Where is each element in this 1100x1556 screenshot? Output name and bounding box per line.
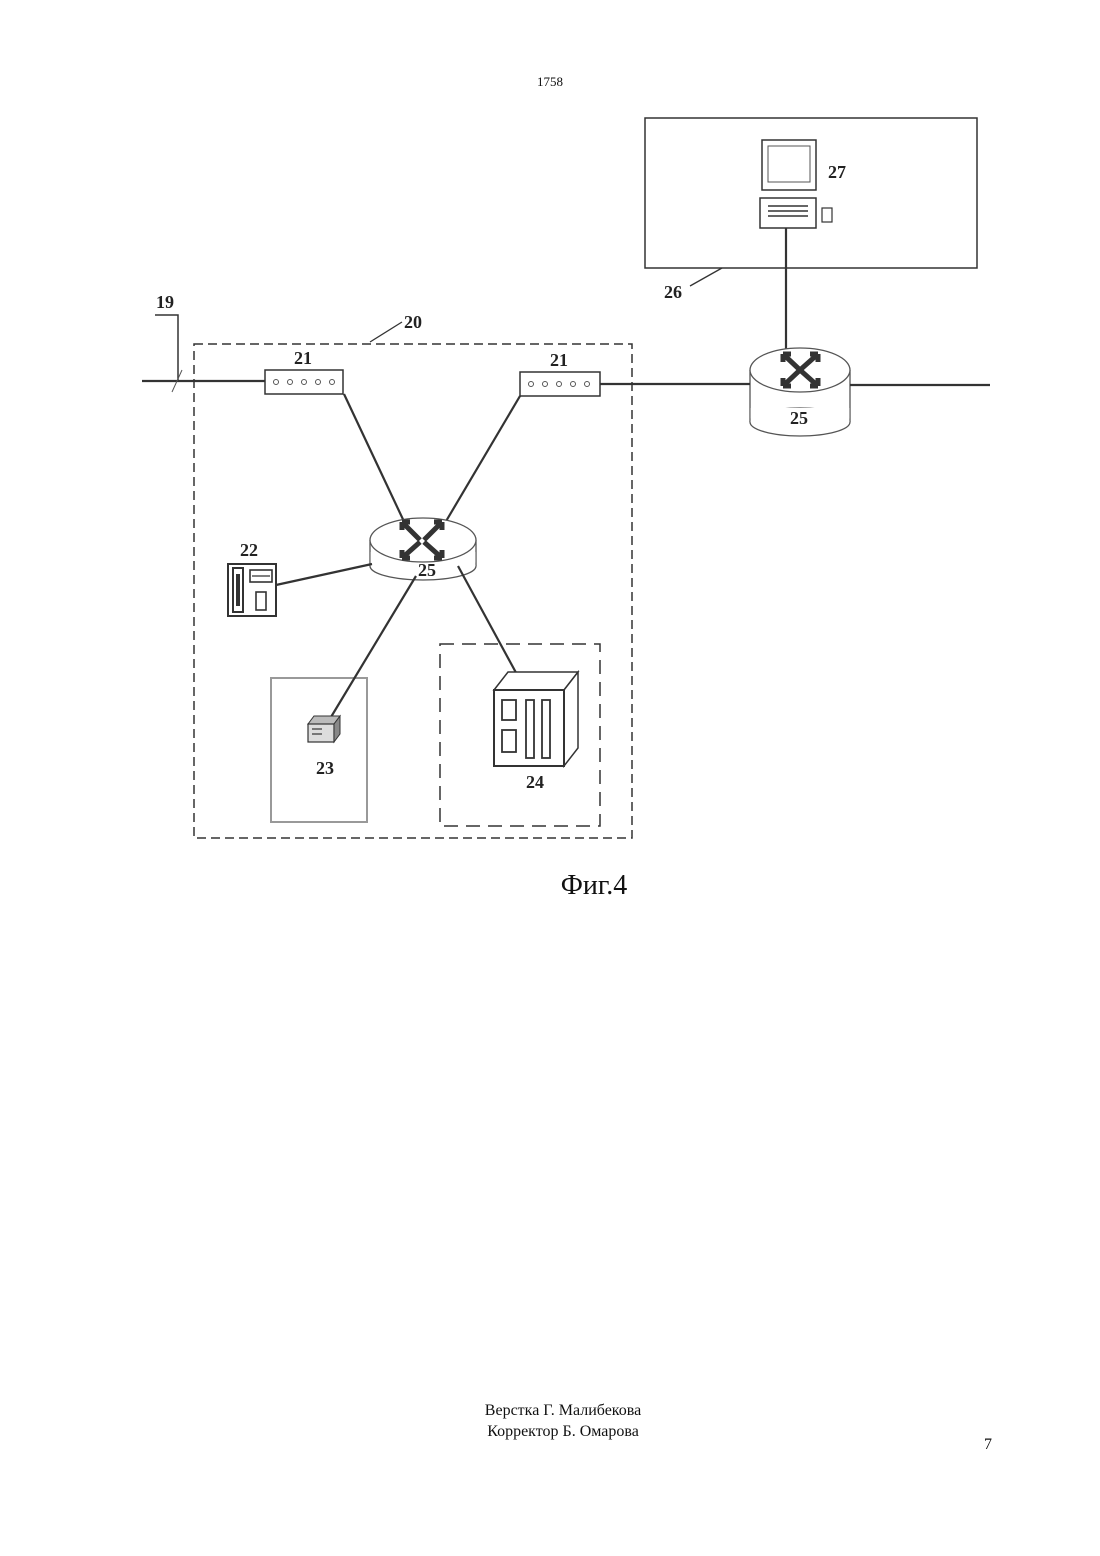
label-phone: 22 — [240, 540, 258, 560]
label-computer: 27 — [828, 162, 846, 182]
figure-4-diagram: 27 26 25 19 20 21 — [0, 0, 1100, 1000]
terminal-icon — [308, 716, 340, 742]
label-switch-left: 21 — [294, 348, 312, 368]
network-switch-icon — [520, 372, 600, 396]
server-cabinet-icon — [494, 672, 578, 766]
label-router-center: 25 — [418, 560, 436, 580]
page-number: 7 — [984, 1436, 992, 1454]
label-cabinet: 24 — [526, 772, 544, 792]
label-workstation-box: 26 — [664, 282, 682, 302]
telephone-icon — [228, 564, 276, 616]
credits-block: Верстка Г. Малибекова Корректор Б. Омаро… — [0, 1400, 1100, 1442]
label-router-right: 25 — [790, 408, 808, 428]
label-line: 19 — [156, 292, 174, 312]
figure-caption: Фиг.4 — [0, 870, 1100, 902]
credit-layout: Верстка Г. Малибекова — [0, 1400, 1100, 1421]
computer-icon — [760, 140, 832, 228]
label-switch-right: 21 — [550, 350, 568, 370]
label-enclosure: 20 — [404, 312, 422, 332]
label-device: 23 — [316, 758, 334, 778]
credit-proofreader: Корректор Б. Омарова — [0, 1421, 1100, 1442]
network-switch-icon — [265, 370, 343, 394]
